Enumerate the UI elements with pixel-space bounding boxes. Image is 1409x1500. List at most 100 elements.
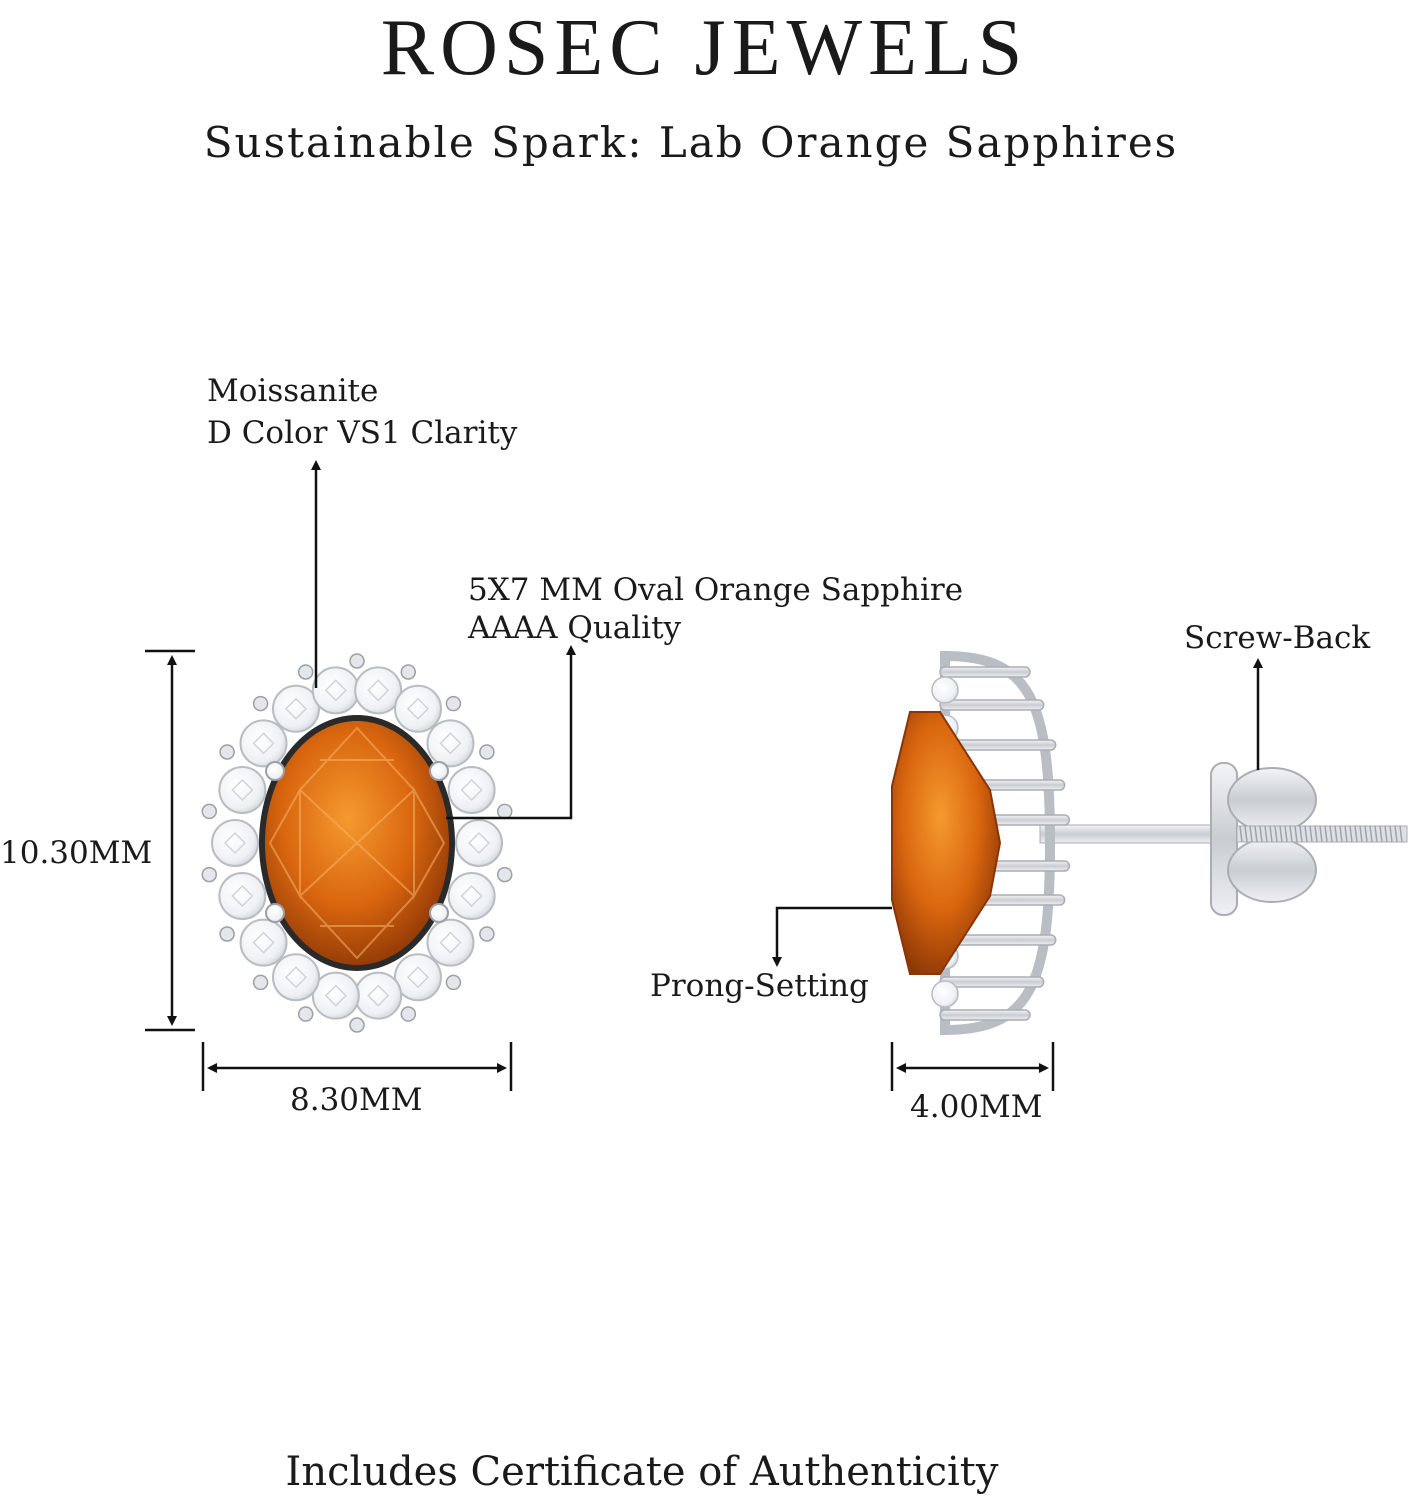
moissanite-stone bbox=[239, 719, 288, 768]
page-subtitle: Sustainable Spark: Lab Orange Sapphires bbox=[203, 118, 1179, 167]
thread-line bbox=[1369, 825, 1373, 843]
moissanite-stone bbox=[455, 819, 503, 867]
moissanite-halo bbox=[201, 653, 513, 1033]
thread-line bbox=[1259, 825, 1263, 843]
stone-facet bbox=[252, 931, 275, 954]
thread-line bbox=[1299, 825, 1303, 843]
thread-line bbox=[1289, 825, 1293, 843]
certificate-note: Includes Certificate of Authenticity bbox=[285, 1449, 999, 1495]
thread-line bbox=[1274, 825, 1278, 843]
sapphire-label: 5X7 MM Oval Orange Sapphire bbox=[468, 572, 964, 608]
depth-dimension-label: 4.00MM bbox=[910, 1089, 1043, 1125]
thread-line bbox=[1329, 825, 1333, 843]
halo-prong bbox=[297, 664, 314, 680]
thread-line bbox=[1379, 825, 1383, 843]
moissanite-stone bbox=[272, 953, 320, 1002]
gem-facets bbox=[268, 726, 446, 960]
moissanite-stone bbox=[239, 918, 288, 967]
moissanite-stone bbox=[426, 918, 475, 967]
halo-prong bbox=[252, 695, 269, 712]
prong-bar bbox=[939, 666, 1031, 678]
halo-prong bbox=[496, 866, 513, 883]
thread-line bbox=[1354, 825, 1358, 843]
thread-line bbox=[1334, 825, 1338, 843]
front-view-earring bbox=[201, 653, 513, 1033]
halo-prong bbox=[400, 1006, 417, 1022]
stone-facet bbox=[284, 966, 308, 989]
thread-line bbox=[1244, 825, 1248, 843]
thread-line bbox=[1239, 825, 1243, 843]
stone-facet bbox=[324, 679, 347, 702]
halo-prong bbox=[201, 803, 218, 820]
moissanite-stone bbox=[394, 684, 442, 733]
screw-back-label: Screw-Back bbox=[1184, 620, 1371, 656]
thread-line bbox=[1344, 825, 1348, 843]
halo-prong bbox=[297, 1006, 314, 1022]
earring-post bbox=[1039, 824, 1231, 844]
brand-title: ROSEC JEWELS bbox=[380, 4, 1029, 92]
halo-prong bbox=[349, 653, 365, 669]
moissanite-stone bbox=[218, 872, 267, 921]
thread-line bbox=[1254, 825, 1258, 843]
side-moissanite-stone bbox=[931, 676, 959, 704]
thread-line bbox=[1339, 825, 1343, 843]
halo-prong bbox=[219, 926, 235, 942]
halo-prong bbox=[479, 926, 495, 942]
thread-line bbox=[1309, 825, 1313, 843]
side-moissanite-stone bbox=[931, 980, 959, 1008]
thread-line bbox=[1374, 825, 1378, 843]
thread-line bbox=[1319, 825, 1323, 843]
moissanite-stone bbox=[354, 666, 403, 715]
stone-facet bbox=[467, 831, 491, 855]
stone-facet bbox=[439, 931, 462, 954]
thread-line bbox=[1364, 825, 1368, 843]
sapphire-quality-label: AAAA Quality bbox=[468, 610, 682, 646]
thread-line bbox=[1264, 825, 1268, 843]
halo-prong bbox=[201, 866, 218, 883]
stone-facet bbox=[406, 966, 430, 989]
thread-line bbox=[1284, 825, 1288, 843]
prong-setting-label: Prong-Setting bbox=[650, 968, 869, 1004]
moissanite-quality-label: D Color VS1 Clarity bbox=[207, 415, 518, 451]
moissanite-stone bbox=[354, 971, 403, 1020]
stone-facet bbox=[460, 778, 483, 802]
moissanite-stone bbox=[311, 666, 360, 715]
moissanite-stone bbox=[447, 872, 496, 921]
prong-bar bbox=[939, 1009, 1031, 1021]
screw-back-nut bbox=[1210, 762, 1317, 916]
moissanite-stone bbox=[211, 819, 259, 867]
halo-prong bbox=[219, 744, 235, 760]
thread-line bbox=[1389, 825, 1393, 843]
stone-facet bbox=[231, 778, 254, 802]
halo-prong bbox=[496, 803, 513, 820]
stone-facet bbox=[284, 697, 308, 720]
thread-line bbox=[1249, 825, 1253, 843]
halo-prong bbox=[252, 974, 269, 991]
annotation-lines bbox=[145, 460, 1263, 1091]
prong-bar bbox=[939, 699, 1045, 711]
thread-line bbox=[1399, 825, 1403, 843]
moissanite-stone bbox=[311, 971, 360, 1020]
thread-line bbox=[1269, 825, 1273, 843]
stone-facet bbox=[252, 732, 275, 755]
height-dimension-label: 10.30MM bbox=[0, 835, 153, 871]
width-dimension-label: 8.30MM bbox=[290, 1082, 423, 1118]
stone-facet bbox=[367, 984, 390, 1007]
moissanite-stone bbox=[394, 953, 442, 1002]
stone-facet bbox=[406, 697, 430, 720]
screw-threads bbox=[1236, 825, 1408, 843]
halo-prong bbox=[445, 695, 462, 712]
moissanite-stone bbox=[426, 719, 475, 768]
stone-facet bbox=[367, 679, 390, 702]
side-sapphire-gem bbox=[891, 711, 1002, 975]
thread-line bbox=[1394, 825, 1398, 843]
stone-facet bbox=[324, 984, 347, 1007]
moissanite-stone bbox=[218, 765, 267, 814]
halo-prong bbox=[445, 974, 462, 991]
thread-line bbox=[1304, 825, 1308, 843]
thread-line bbox=[1359, 825, 1363, 843]
main-prongs bbox=[265, 761, 449, 923]
stone-facet bbox=[223, 831, 247, 855]
thread-line bbox=[1324, 825, 1328, 843]
